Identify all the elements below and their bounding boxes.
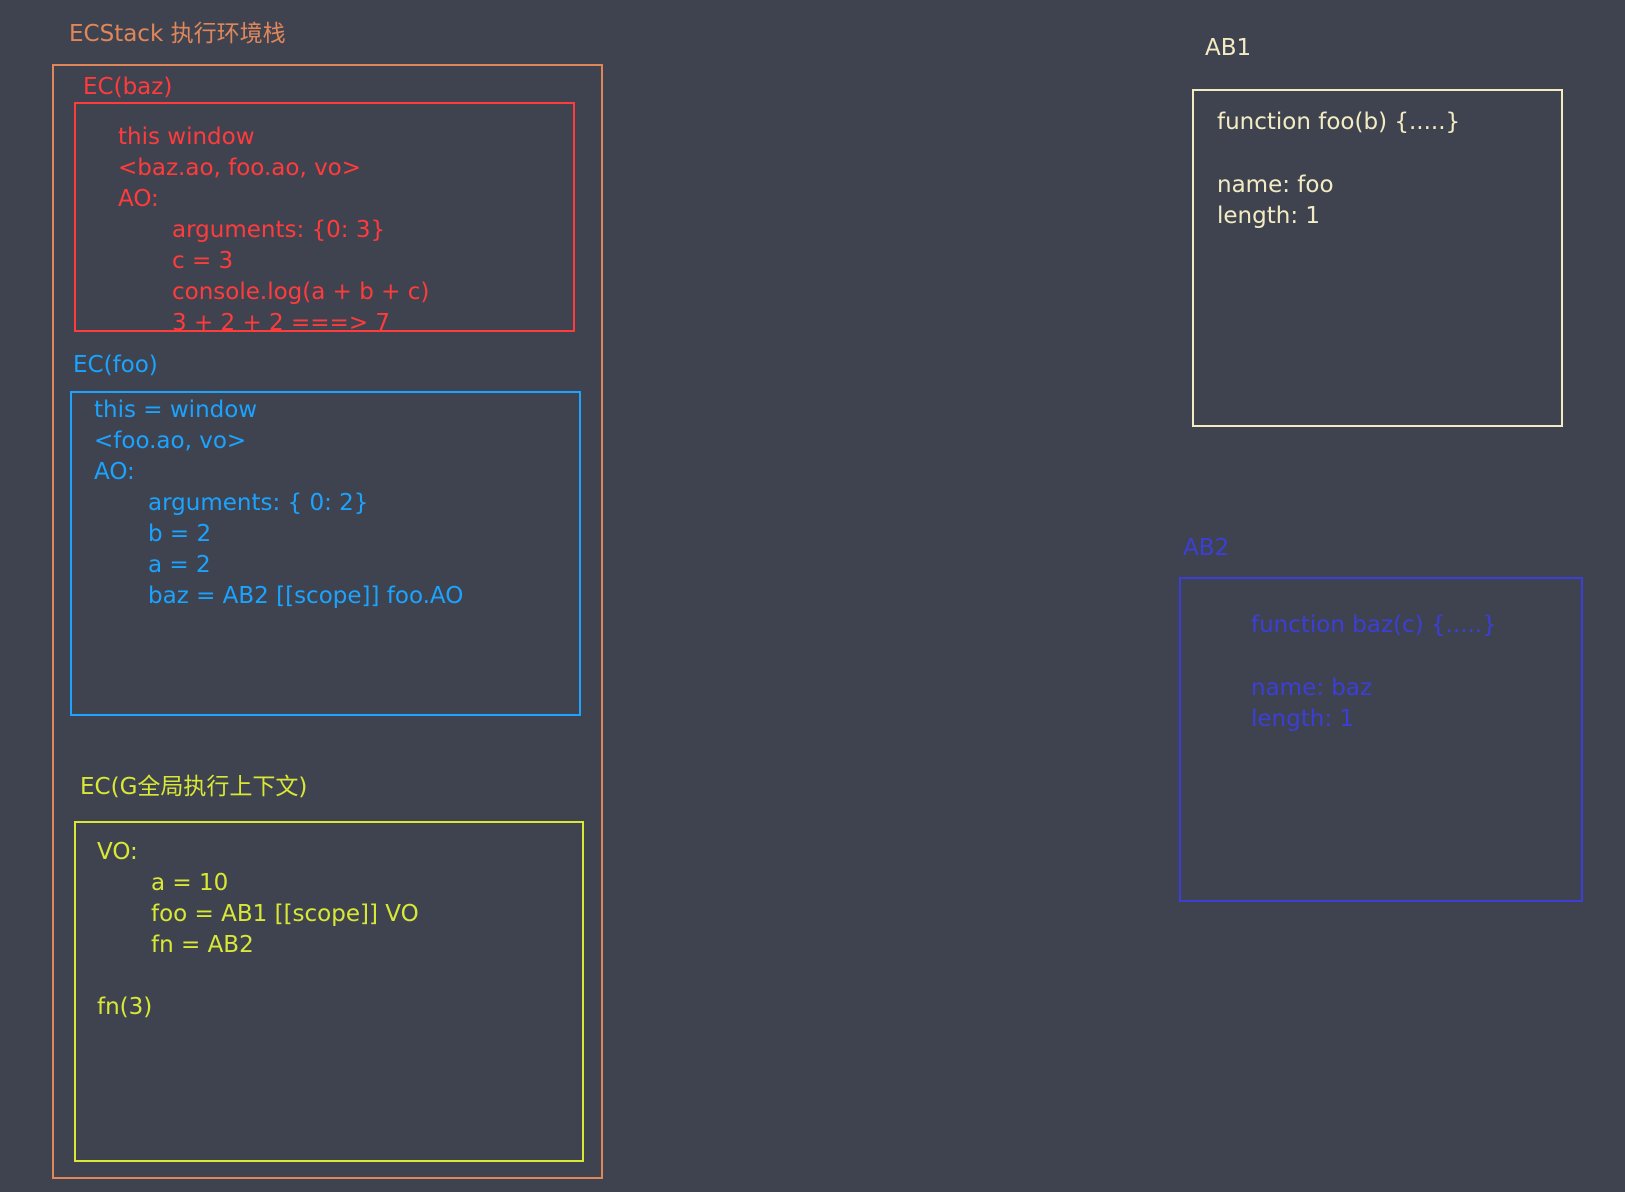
ab1-line: name: foo xyxy=(1217,172,1334,198)
ec-global-line: VO: xyxy=(97,839,138,865)
ec-foo-line: baz = AB2 [[scope]] foo.AO xyxy=(148,583,464,609)
ab2-label: AB2 xyxy=(1183,535,1230,561)
ec-baz-line: c = 3 xyxy=(172,248,234,274)
ab2-line: function baz(c) {.....} xyxy=(1251,612,1497,638)
ec-baz-line: <baz.ao, foo.ao, vo> xyxy=(118,155,362,181)
ec-baz-line: console.log(a + b + c) xyxy=(172,279,430,305)
ec-foo-line: AO: xyxy=(94,459,135,485)
ec-baz-box: this window <baz.ao, foo.ao, vo> AO: arg… xyxy=(74,102,575,332)
ecstack-title: ECStack 执行环境栈 xyxy=(69,21,286,47)
ec-global-line: a = 10 xyxy=(151,870,229,896)
ec-baz-line: arguments: {0: 3} xyxy=(172,217,386,243)
ab1-label: AB1 xyxy=(1205,35,1252,61)
ec-baz-label: EC(baz) xyxy=(83,74,173,100)
ec-baz-line: 3 + 2 + 2 ===> 7 xyxy=(172,310,391,332)
ec-foo-line: this = window xyxy=(94,397,258,423)
ec-baz-line: AO: xyxy=(118,186,159,212)
ab1-line: length: 1 xyxy=(1217,203,1321,229)
ab1-line: function foo(b) {.....} xyxy=(1217,109,1461,135)
ec-global-label: EC(G全局执行上下文) xyxy=(80,774,308,800)
ec-global-line: foo = AB1 [[scope]] VO xyxy=(151,901,419,927)
ab2-line: name: baz xyxy=(1251,675,1373,701)
ec-baz-line: this window xyxy=(118,124,255,150)
ec-global-box: VO: a = 10 foo = AB1 [[scope]] VO fn = A… xyxy=(74,821,584,1162)
ab1-box: function foo(b) {.....} name: foo length… xyxy=(1192,89,1563,427)
ec-foo-label: EC(foo) xyxy=(73,352,158,378)
ab2-box: function baz(c) {.....} name: baz length… xyxy=(1179,577,1583,902)
ec-foo-line: b = 2 xyxy=(148,521,212,547)
ec-foo-box: this = window <foo.ao, vo> AO: arguments… xyxy=(70,391,581,716)
ec-foo-line: a = 2 xyxy=(148,552,211,578)
ec-global-line: fn(3) xyxy=(97,994,153,1020)
ec-foo-line: <foo.ao, vo> xyxy=(94,428,247,454)
ab2-line: length: 1 xyxy=(1251,706,1355,732)
ec-global-line: fn = AB2 xyxy=(151,932,254,958)
ec-foo-line: arguments: { 0: 2} xyxy=(148,490,369,516)
ecstack-frame xyxy=(52,64,603,1179)
